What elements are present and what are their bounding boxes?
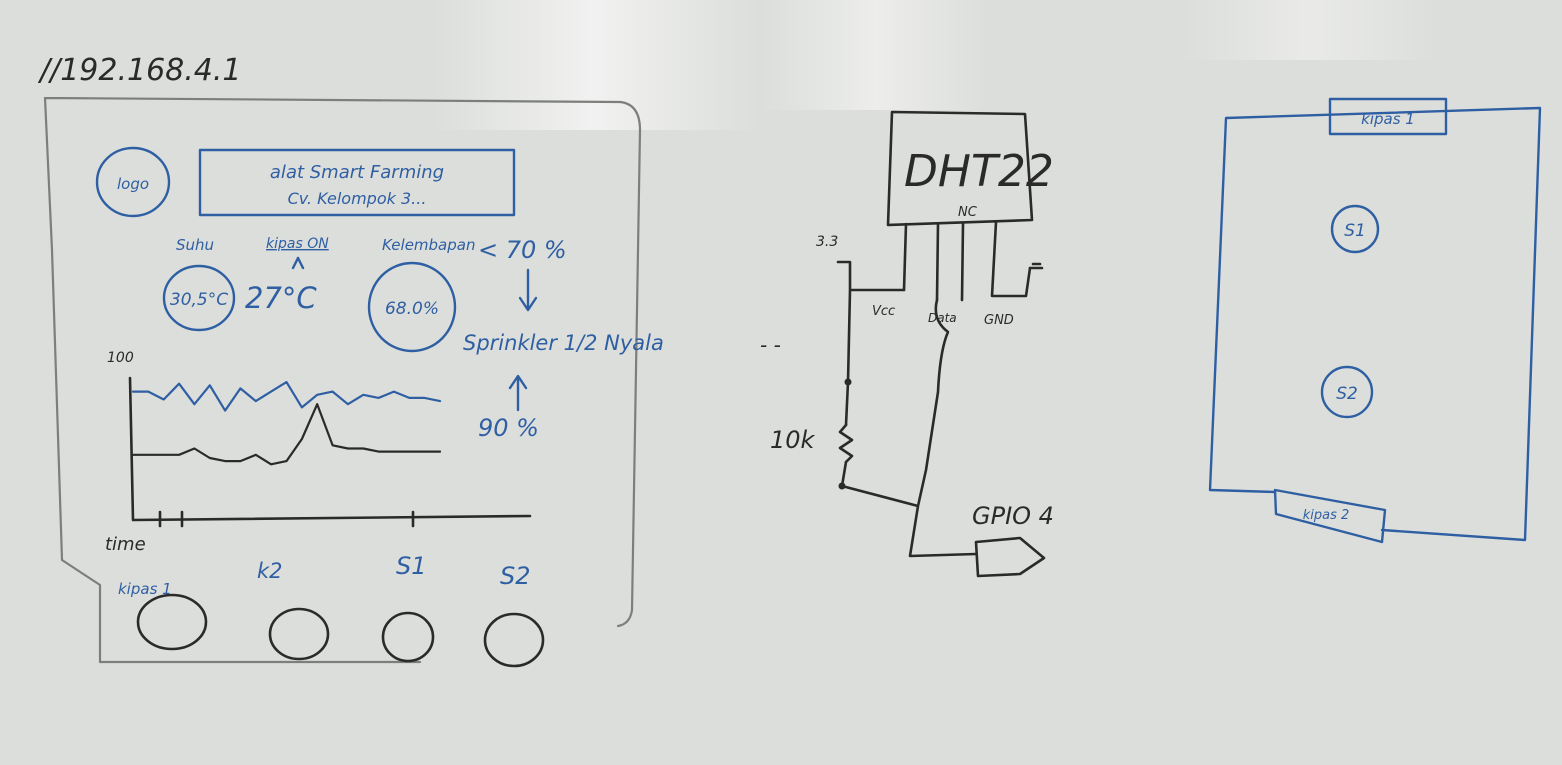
title-box bbox=[198, 148, 516, 217]
button-label-k2: k2 bbox=[257, 559, 283, 583]
nc-label: NC bbox=[958, 205, 978, 220]
dht22-label: DHT22 bbox=[904, 146, 1054, 197]
suhu-value: 30,5°C bbox=[170, 290, 228, 310]
s1-circle bbox=[1330, 204, 1380, 254]
kelembapan-gauge bbox=[367, 261, 457, 353]
title-line1: alat Smart Farming bbox=[270, 162, 444, 183]
kelembapan-threshold: < 70 % bbox=[478, 236, 567, 264]
suhu-threshold: 27°C bbox=[245, 281, 317, 315]
chart-ymax-label: 100 bbox=[107, 350, 134, 366]
chart-axes bbox=[128, 376, 532, 522]
up-arrow-icon bbox=[508, 374, 528, 412]
kelembapan-label: Kelembapan bbox=[382, 236, 475, 254]
logo-circle bbox=[95, 146, 171, 218]
ground-symbol-icon bbox=[1028, 262, 1044, 270]
data-pin-label: Data bbox=[928, 311, 957, 325]
caret-icon bbox=[291, 256, 305, 270]
suhu-gauge bbox=[162, 264, 236, 332]
s2-label: S2 bbox=[1336, 384, 1358, 404]
chart-ticks bbox=[158, 510, 415, 528]
sprinkler2-toggle-button[interactable] bbox=[483, 612, 545, 668]
kipas1-toggle-button[interactable] bbox=[136, 593, 208, 651]
down-arrow-icon bbox=[518, 268, 538, 312]
resistor-label: 10k bbox=[770, 426, 816, 454]
dash-mark: - - bbox=[760, 333, 781, 357]
sensor-pins bbox=[902, 220, 1032, 302]
light-glare bbox=[760, 0, 990, 110]
button-label-s2: S2 bbox=[500, 562, 531, 590]
gpio-connector-icon bbox=[974, 536, 1046, 578]
chart-series-line-1 bbox=[131, 381, 442, 412]
top-fan-label: kipas 1 bbox=[1361, 110, 1415, 128]
gnd-label: GND bbox=[984, 313, 1014, 328]
title-line2: Cv. Kelompok 3... bbox=[288, 189, 427, 208]
url-text: //192.168.4.1 bbox=[37, 53, 242, 88]
s2-circle bbox=[1320, 365, 1374, 419]
vcc-label: Vcc bbox=[872, 304, 895, 319]
supply-label: 3.3 bbox=[816, 234, 838, 250]
history-chart: 100 time bbox=[105, 350, 532, 555]
chart-xlabel: time bbox=[105, 534, 146, 555]
top-fan-box bbox=[1328, 97, 1448, 136]
sprinkler1-toggle-button[interactable] bbox=[381, 611, 435, 663]
bottom-fan-label: kipas 2 bbox=[1303, 508, 1350, 523]
light-glare bbox=[1180, 0, 1440, 60]
chart-series-line-2 bbox=[131, 403, 442, 466]
bottom-fan-box bbox=[1273, 488, 1387, 544]
kipas-on-label: kipas ON bbox=[266, 236, 329, 252]
ui-frame bbox=[43, 96, 642, 664]
kelembapan-value: 68.0% bbox=[385, 299, 439, 319]
sprinkler-label: Sprinkler 1/2 Nyala bbox=[463, 331, 664, 355]
suhu-label: Suhu bbox=[176, 236, 214, 254]
s1-label: S1 bbox=[1344, 221, 1366, 241]
junction-dot bbox=[844, 378, 852, 386]
kipas2-toggle-button[interactable] bbox=[268, 607, 330, 661]
resistor-symbol bbox=[838, 423, 854, 464]
upper-threshold: 90 % bbox=[478, 414, 539, 442]
dht22-body bbox=[886, 110, 1034, 227]
logo-label: logo bbox=[117, 175, 149, 193]
layout-frame bbox=[1208, 106, 1542, 542]
junction-dot bbox=[838, 482, 846, 490]
light-glare bbox=[430, 0, 760, 130]
button-label-kipas1: kipas 1 bbox=[118, 580, 172, 598]
button-label-s1: S1 bbox=[396, 552, 427, 580]
gpio-label: GPIO 4 bbox=[972, 502, 1054, 530]
